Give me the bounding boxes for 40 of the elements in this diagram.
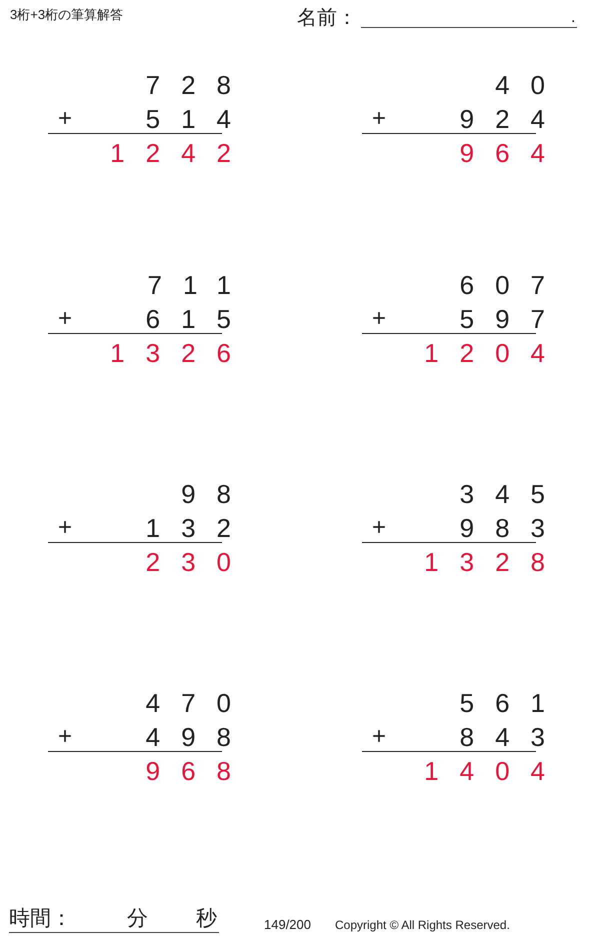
name-label: 名前： [297,8,357,28]
plus-sign: + [58,307,72,331]
answer-number: 230 [146,549,252,575]
plus-sign: + [372,516,386,540]
plus-sign: + [58,516,72,540]
number: 607 [460,272,566,298]
answer-number: 1328 [424,549,566,575]
plus-sign: + [372,107,386,131]
number: 597 [460,306,566,332]
answer-number: 964 [460,140,566,166]
number: 843 [460,724,566,750]
number: 924 [460,106,566,132]
answer-number: 1242 [110,140,252,166]
number: 711 [148,272,252,298]
number: 498 [146,724,252,750]
period: . [571,10,576,26]
number: 514 [146,106,252,132]
minute-label: 分 [127,908,148,929]
answer-number: 1326 [110,340,252,366]
plus-sign: + [58,725,72,749]
number: 132 [146,515,252,541]
number: 561 [460,690,566,716]
worksheet-title: 3桁+3桁の筆算解答 [10,8,124,21]
page-number: 149/200 [264,918,311,931]
second-label: 秒 [196,908,217,929]
number: 470 [146,690,252,716]
answer-number: 1404 [424,758,566,784]
plus-sign: + [58,107,72,131]
number: 983 [460,515,566,541]
number: 345 [460,481,566,507]
number: 98 [181,481,252,507]
number: 728 [146,72,252,98]
answer-number: 968 [146,758,252,784]
answer-number: 1204 [424,340,566,366]
number: 615 [146,306,252,332]
copyright-text: Copyright © All Rights Reserved. [335,919,510,931]
plus-sign: + [372,725,386,749]
plus-sign: + [372,307,386,331]
time-label: 時間： [9,908,72,929]
number: 40 [495,72,566,98]
